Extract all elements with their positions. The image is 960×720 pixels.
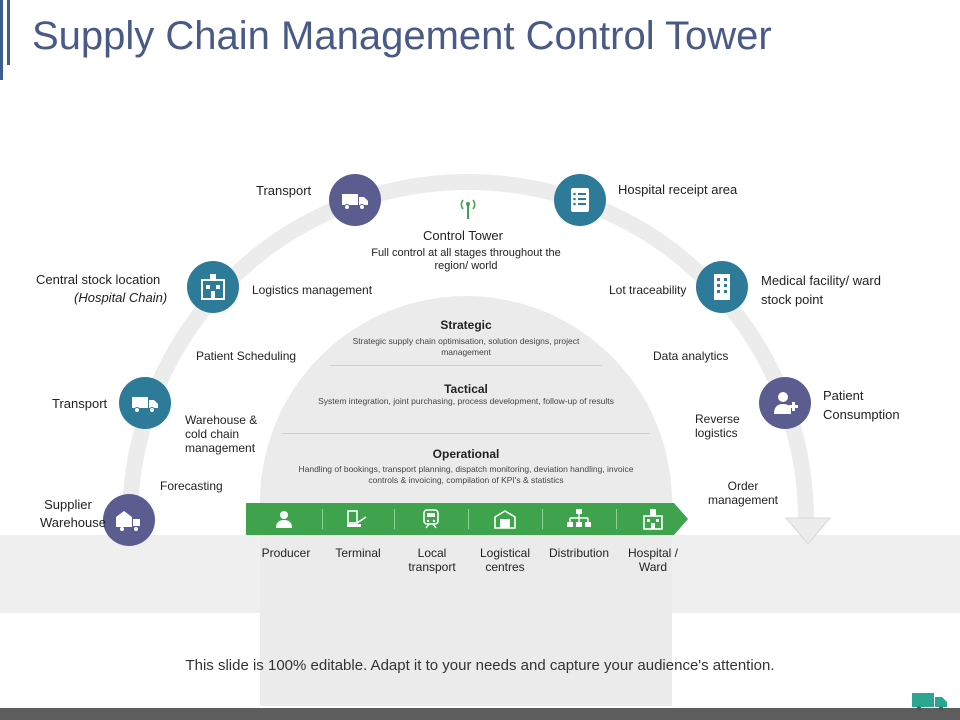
accent-bar (0, 0, 3, 80)
truck-icon (132, 397, 158, 413)
stage-separator (468, 509, 469, 529)
hospital-receipt-label: Hospital receipt area (618, 182, 738, 197)
tier-divider (282, 433, 650, 434)
patient-consumption-label: Patient Consumption (823, 388, 900, 422)
stage-label: Terminal (335, 546, 381, 560)
logistics-management-label: Logistics management (252, 283, 373, 297)
medical-facility-label: Medical facility/ ward stock point (761, 273, 881, 307)
hospital-icon (640, 506, 666, 532)
warehouse-cold-label: Warehouse & cold chain management (185, 413, 258, 455)
control-tower-desc: Full control at all stages throughout th… (371, 247, 561, 272)
transport-left-label: Transport (52, 396, 108, 411)
reverse-logistics-label: Reverse logistics (695, 412, 740, 440)
order-management-label: Order management (707, 479, 779, 507)
receipt-icon (571, 188, 589, 212)
tier-divider (330, 365, 602, 366)
control-tower-title: Control Tower (423, 228, 503, 243)
hospital-receipt-node (554, 174, 606, 226)
stage-separator (616, 509, 617, 529)
footer-note: This slide is 100% editable. Adapt it to… (185, 657, 775, 674)
process-bar (246, 503, 674, 535)
stage-label: Producer (261, 546, 311, 560)
stage-label: Distribution (548, 546, 610, 560)
building-icon (714, 274, 730, 300)
accent-bar-inner (7, 0, 10, 65)
tier-tactical-desc: System integration, joint purchasing, pr… (318, 396, 614, 406)
control-dome (260, 296, 672, 706)
patient-consumption-node (759, 377, 811, 429)
stage-separator (542, 509, 543, 529)
supplier-warehouse-node (103, 494, 155, 546)
hospital-building-icon (201, 274, 225, 300)
tier-operational-desc: Handling of bookings, transport planning… (298, 464, 634, 485)
lot-traceability-label: Lot traceability (609, 283, 687, 297)
stage-label: Local transport (408, 546, 456, 574)
process-bar-arrow (674, 503, 688, 535)
forecasting-label: Forecasting (160, 479, 223, 493)
transport-top-node (329, 174, 381, 226)
patient-scheduling-label: Patient Scheduling (196, 349, 297, 363)
stage-label: Hospital / Ward (627, 546, 679, 574)
tier-operational-title: Operational (432, 447, 500, 461)
antenna-icon (460, 199, 476, 219)
transport-left-node (119, 377, 171, 429)
page-title: Supply Chain Management Control Tower (32, 14, 772, 58)
warehouse-icon (492, 506, 518, 532)
central-stock-label: Central stock location (36, 272, 161, 287)
bottom-strip (0, 708, 960, 720)
transport-top-label: Transport (256, 183, 312, 198)
tier-strategic-desc: Strategic supply chain optimisation, sol… (352, 336, 580, 357)
stage-label: Logistical centres (479, 546, 531, 574)
patient-plus-icon (774, 392, 798, 414)
central-stock-sublabel: (Hospital Chain) (74, 290, 168, 305)
warehouse-truck-icon (116, 511, 140, 531)
distribution-icon (566, 506, 592, 532)
truck-icon (342, 194, 368, 210)
tier-tactical-title: Tactical (444, 382, 488, 396)
central-stock-node (187, 261, 239, 313)
train-icon (418, 506, 444, 532)
supplier-warehouse-label: Supplier Warehouse (40, 497, 106, 530)
medical-facility-node (696, 261, 748, 313)
person-icon (271, 506, 297, 532)
tier-strategic-title: Strategic (440, 318, 492, 332)
data-analytics-label: Data analytics (653, 349, 729, 363)
truck-logo-icon (912, 693, 947, 712)
stage-separator (322, 509, 323, 529)
terminal-icon (344, 506, 370, 532)
stage-separator (394, 509, 395, 529)
